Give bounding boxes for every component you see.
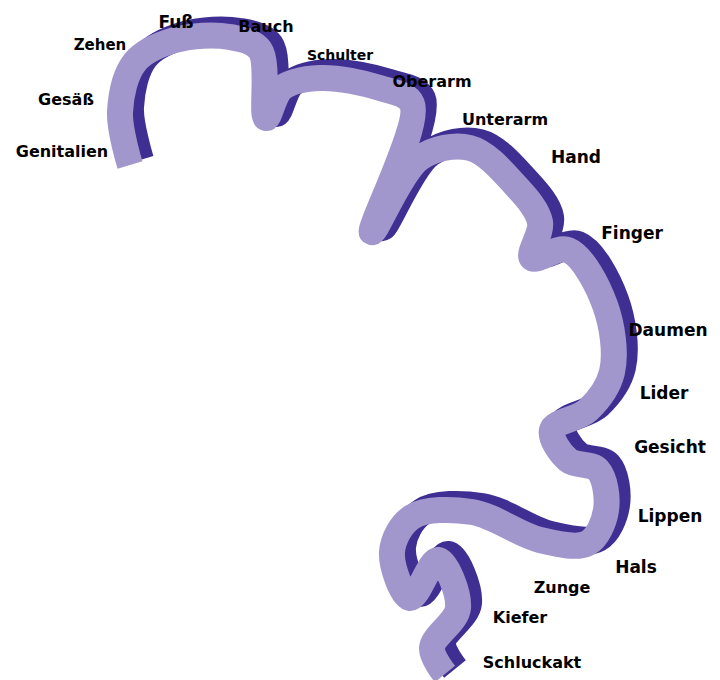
- body-part-label: Schluckakt: [483, 654, 581, 672]
- body-part-label: Lippen: [638, 507, 703, 526]
- cortex-surface: [120, 36, 614, 674]
- cortex-depth: [130, 31, 624, 669]
- body-part-label: Oberarm: [392, 73, 471, 91]
- body-part-label: Zunge: [534, 579, 591, 597]
- body-part-label: Gesäß: [38, 91, 94, 109]
- body-part-label: Zehen: [74, 37, 127, 54]
- body-part-label: Unterarm: [462, 111, 548, 129]
- body-part-label: Kiefer: [493, 609, 547, 627]
- body-part-label: Bauch: [238, 18, 293, 36]
- body-part-label: Genitalien: [16, 143, 109, 161]
- body-part-label: Gesicht: [634, 438, 706, 457]
- body-part-label: Finger: [601, 224, 663, 243]
- body-part-label: Fuß: [158, 13, 193, 32]
- body-part-label: Hand: [551, 148, 601, 167]
- body-part-label: Schulter: [307, 48, 373, 63]
- body-part-label: Hals: [615, 558, 657, 577]
- body-part-label: Lider: [640, 384, 689, 403]
- body-part-label: Daumen: [628, 321, 707, 340]
